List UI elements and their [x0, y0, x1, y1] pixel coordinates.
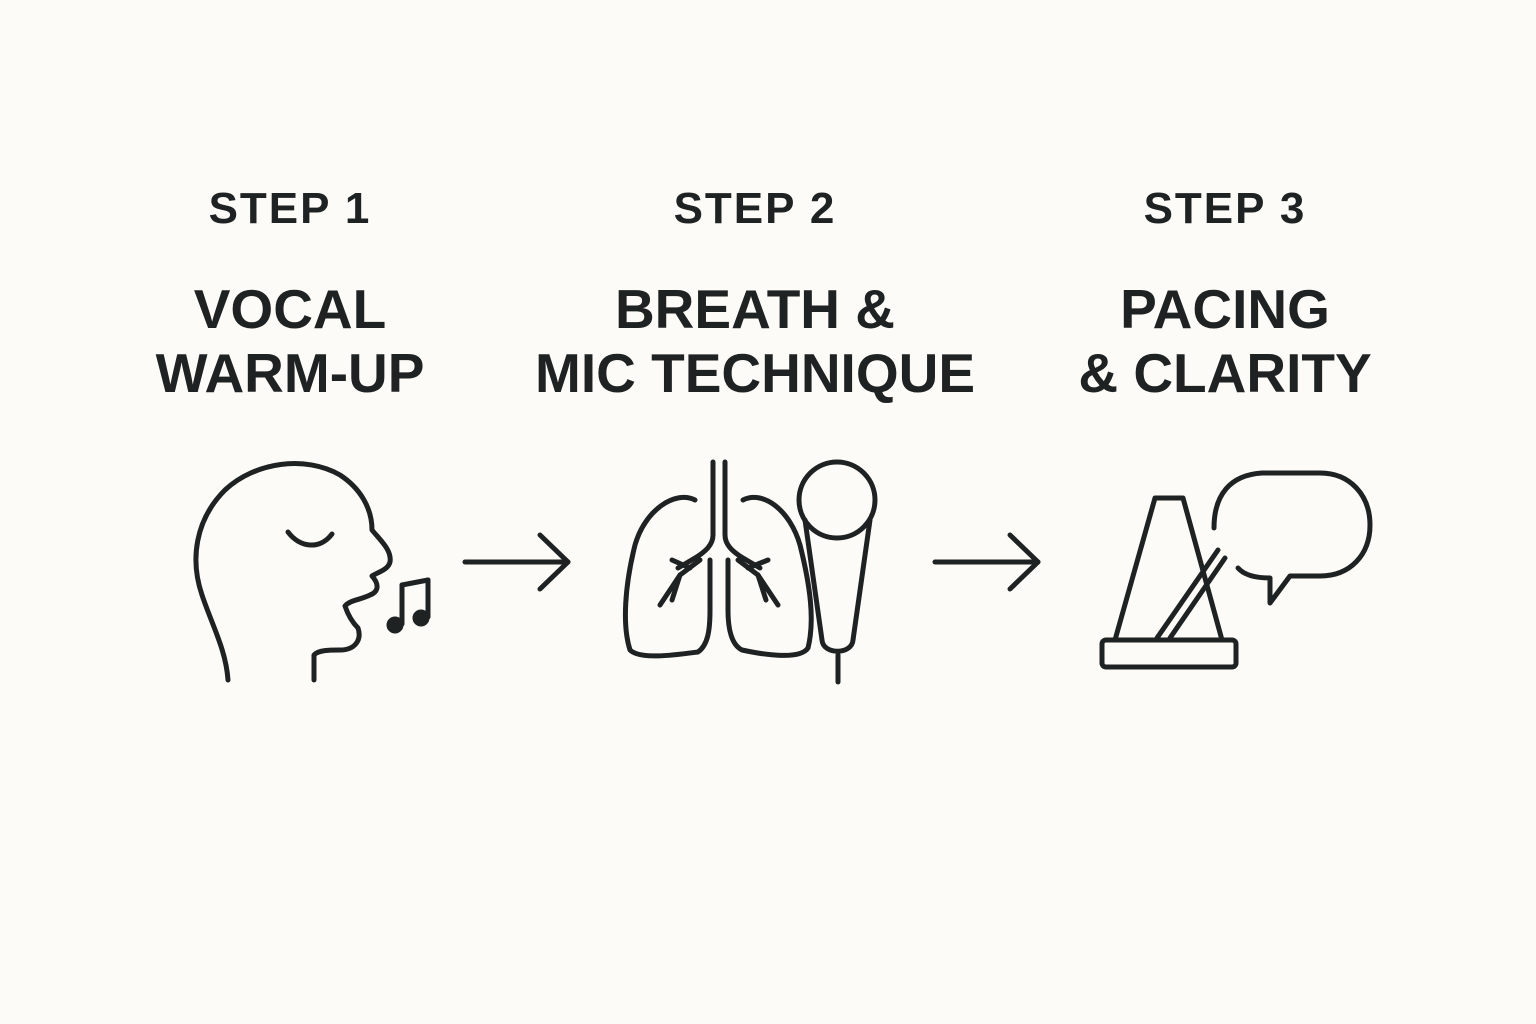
step-title-line: PACING — [1120, 278, 1330, 340]
step-title: BREATH & MIC TECHNIQUE — [530, 277, 980, 405]
step-3: STEP 3 PACING & CLARITY — [1040, 0, 1410, 1024]
step-title-line: WARM-UP — [155, 342, 425, 404]
arrow-right-icon — [932, 532, 1041, 592]
step-title: PACING & CLARITY — [1040, 277, 1410, 405]
singing-head-icon — [193, 461, 431, 683]
step-title: VOCAL WARM-UP — [100, 277, 480, 405]
step-label: STEP 2 — [673, 184, 837, 233]
arrow-right-icon — [462, 532, 571, 592]
step-label: STEP 1 — [208, 184, 372, 233]
metronome-speech-icon — [1099, 470, 1373, 670]
step-title-line: VOCAL — [193, 278, 387, 340]
step-1: STEP 1 VOCAL WARM-UP — [100, 0, 480, 1024]
step-title-line: BREATH & — [614, 278, 896, 340]
lungs-microphone-icon — [622, 459, 878, 685]
step-title-line: MIC TECHNIQUE — [535, 342, 975, 404]
step-title-line: & CLARITY — [1078, 342, 1372, 404]
step-2: STEP 2 BREATH & MIC TECHNIQUE — [530, 0, 980, 1024]
step-label: STEP 3 — [1143, 184, 1307, 233]
